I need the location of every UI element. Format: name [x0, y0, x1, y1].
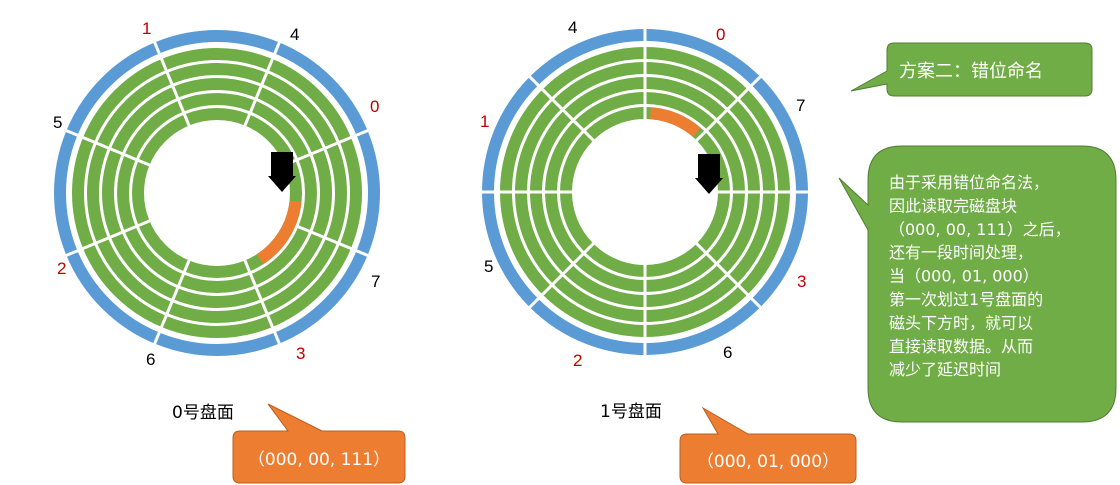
- outer-track: [54, 30, 380, 356]
- inner-track: [87, 63, 347, 323]
- inner-track: [72, 48, 362, 338]
- sector-label: 2: [573, 351, 582, 370]
- sector-label: 4: [568, 18, 577, 37]
- explanation-line: 直接读取数据。从而: [889, 337, 1033, 356]
- explanation-line: 减少了延迟时间: [889, 360, 1001, 379]
- inner-track: [102, 78, 332, 308]
- explanation-line: 第一次划过1号盘面的: [889, 290, 1043, 309]
- sector-label: 5: [484, 257, 493, 276]
- sector-label: 3: [797, 272, 806, 291]
- highlighted-sector: [649, 107, 701, 138]
- platter-1: [480, 27, 810, 357]
- scheme-callout-text: 方案二：错位命名: [899, 61, 1043, 82]
- inner-track: [117, 93, 317, 293]
- explanation-line: （000, 00, 111）之后，: [889, 220, 1071, 239]
- sector-label: 0: [716, 25, 725, 44]
- sector-divider: [239, 40, 282, 137]
- sector-label: 5: [53, 113, 62, 132]
- explanation-line: 由于采用错位命名法，: [889, 173, 1049, 192]
- platter-0-address-callout: （000, 00, 111）: [232, 403, 406, 484]
- explanation-line: 磁头下方时，就可以: [889, 313, 1033, 332]
- sector-label: 2: [57, 259, 66, 278]
- sector-label: 1: [142, 19, 151, 38]
- sector-label: 7: [371, 272, 380, 291]
- platter-1-sector-labels: 4 0 7 1 5 3 2 6: [480, 18, 806, 370]
- sector-divider: [527, 234, 603, 310]
- explanation-line: 当（000, 01, 000）: [889, 267, 1039, 286]
- disk-head-arrow-icon: [268, 152, 296, 192]
- sector-divider: [687, 234, 763, 310]
- platter-0-caption: 0号盘面: [172, 403, 234, 423]
- sector-divider: [152, 249, 195, 346]
- sector-label: 3: [296, 344, 305, 363]
- sector-divider: [527, 74, 603, 150]
- platter-0: [54, 30, 380, 356]
- sector-divider: [64, 215, 161, 258]
- sector-label: 6: [146, 350, 155, 369]
- sector-divider: [239, 249, 282, 346]
- sector-label: 4: [290, 25, 299, 44]
- sector-label: 1: [480, 112, 489, 131]
- sector-label: 0: [370, 97, 379, 116]
- disk-head-arrow-icon: [695, 154, 723, 194]
- platter-1-caption: 1号盘面: [600, 402, 662, 422]
- scheme-callout: 方案二：错位命名: [850, 42, 1093, 97]
- explanation-text: 由于采用错位命名法， 因此读取完磁盘块 （000, 00, 111）之后， 还有一段时…: [889, 173, 1071, 379]
- sector-label: 7: [796, 96, 805, 115]
- explanation-line: 因此读取完磁盘块: [889, 196, 1017, 215]
- platter-0-sector-labels: 1 4 0 5 7 2 6 3: [53, 19, 380, 369]
- sector-label: 6: [723, 343, 732, 362]
- sector-divider: [64, 128, 161, 171]
- sector-divider: [152, 40, 195, 137]
- explanation-line: 还有一段时间处理，: [889, 243, 1033, 262]
- inner-track: [132, 108, 302, 278]
- platter-0-address-text: （000, 00, 111）: [248, 450, 390, 470]
- sector-divider: [687, 74, 763, 150]
- highlighted-sector: [256, 200, 302, 265]
- platter-1-address-callout: （000, 01, 000）: [679, 406, 857, 484]
- platter-1-address-text: （000, 01, 000）: [697, 452, 839, 472]
- explanation-callout: 由于采用错位命名法， 因此读取完磁盘块 （000, 00, 111）之后， 还有一段时…: [838, 145, 1117, 423]
